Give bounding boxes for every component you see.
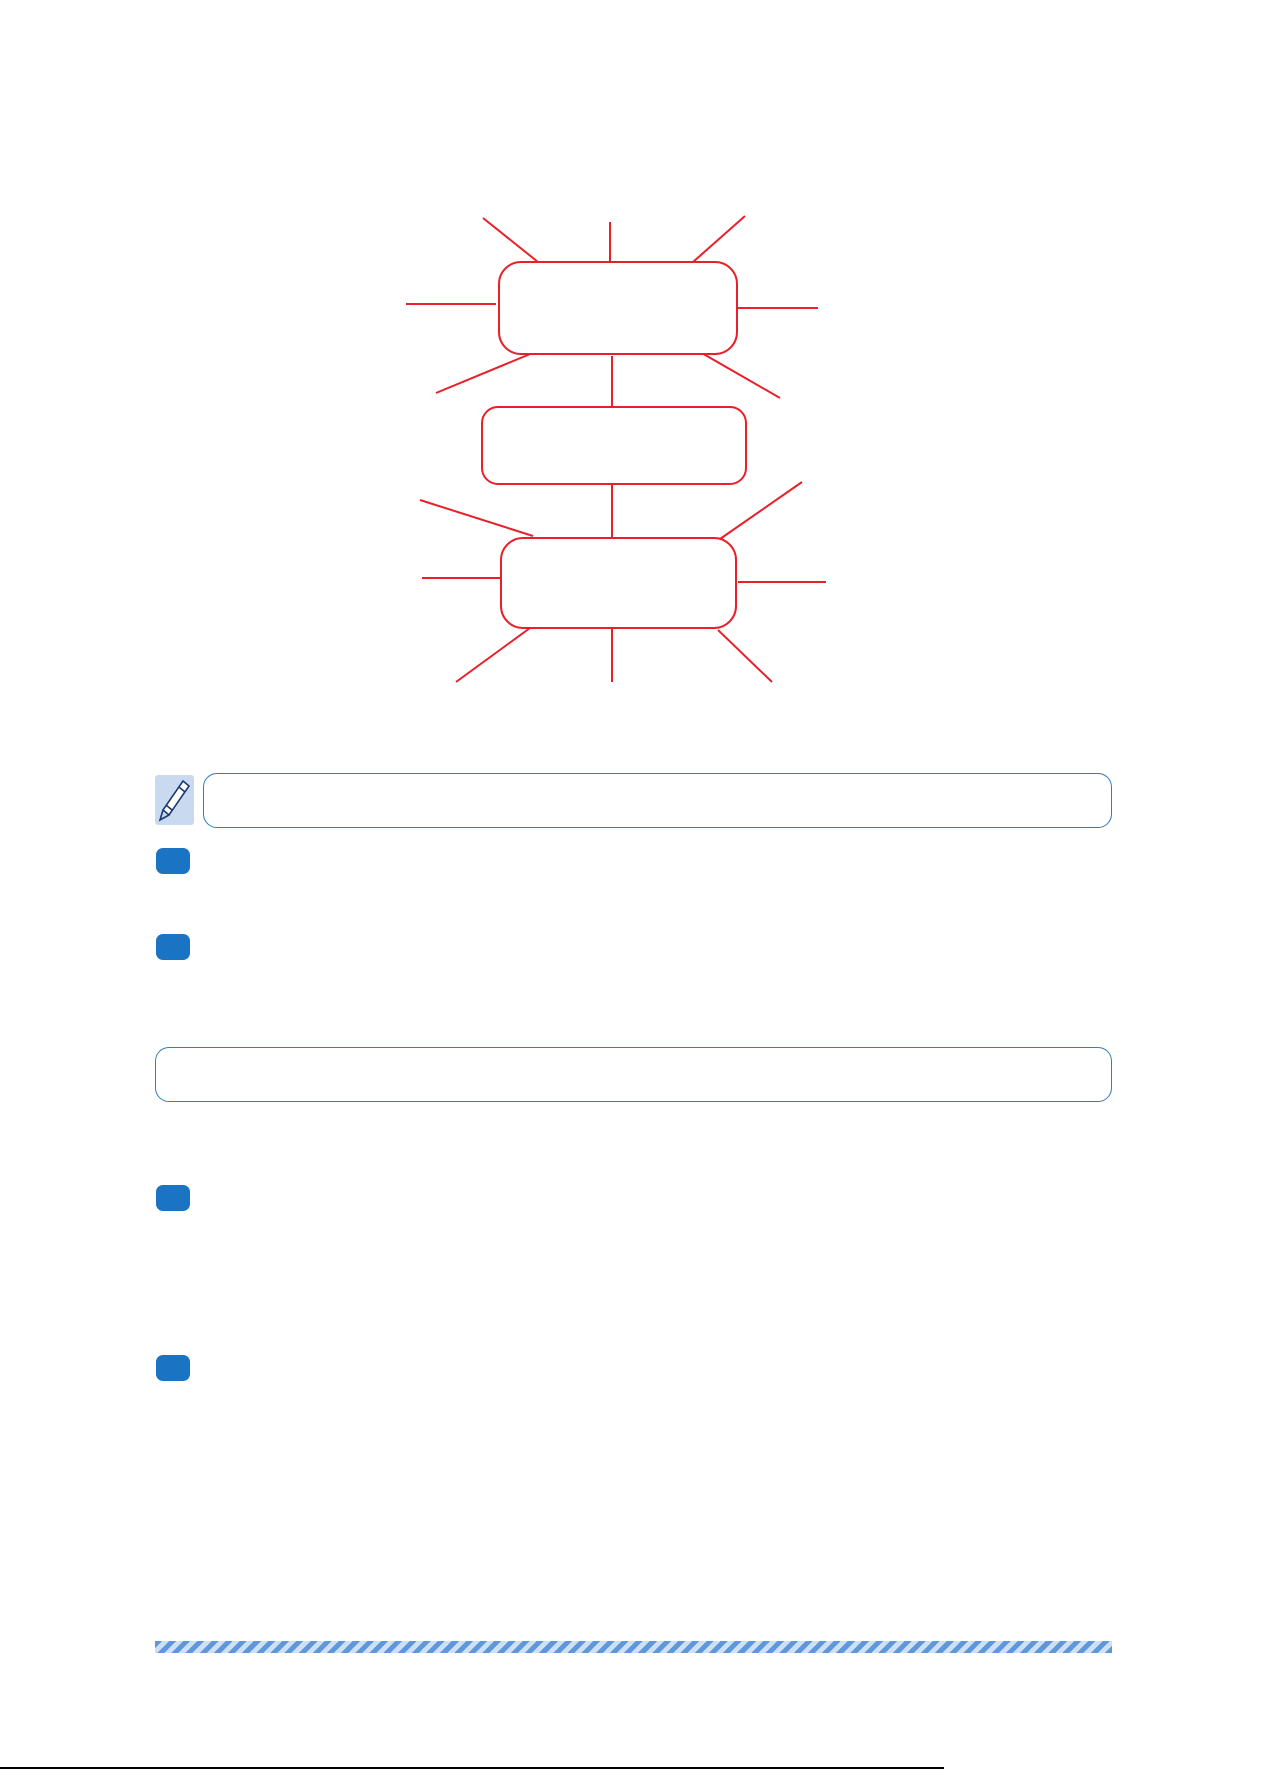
bottom-rule xyxy=(0,1767,944,1769)
spoke-line xyxy=(717,629,773,683)
decorative-stripe-divider xyxy=(155,1641,1112,1653)
diagram-box-bottom xyxy=(500,537,737,629)
numbered-bullet xyxy=(156,848,190,874)
spoke-line xyxy=(482,217,539,263)
spoke-line xyxy=(699,351,781,399)
spoke-line xyxy=(435,351,536,394)
numbered-bullet xyxy=(156,1185,190,1211)
section-2-title-box xyxy=(155,1047,1112,1102)
pen-icon xyxy=(158,779,191,822)
spider-diagram xyxy=(406,215,826,683)
section-1-title-box xyxy=(203,773,1112,828)
spoke-line xyxy=(719,481,803,540)
pen-badge xyxy=(155,775,194,825)
diagram-box-middle xyxy=(481,406,747,485)
numbered-bullet xyxy=(156,934,190,960)
spoke-line xyxy=(455,627,531,683)
numbered-bullet xyxy=(156,1355,190,1381)
spoke-line xyxy=(692,215,746,263)
spoke-line xyxy=(419,499,534,537)
diagram-box-top xyxy=(498,261,738,355)
